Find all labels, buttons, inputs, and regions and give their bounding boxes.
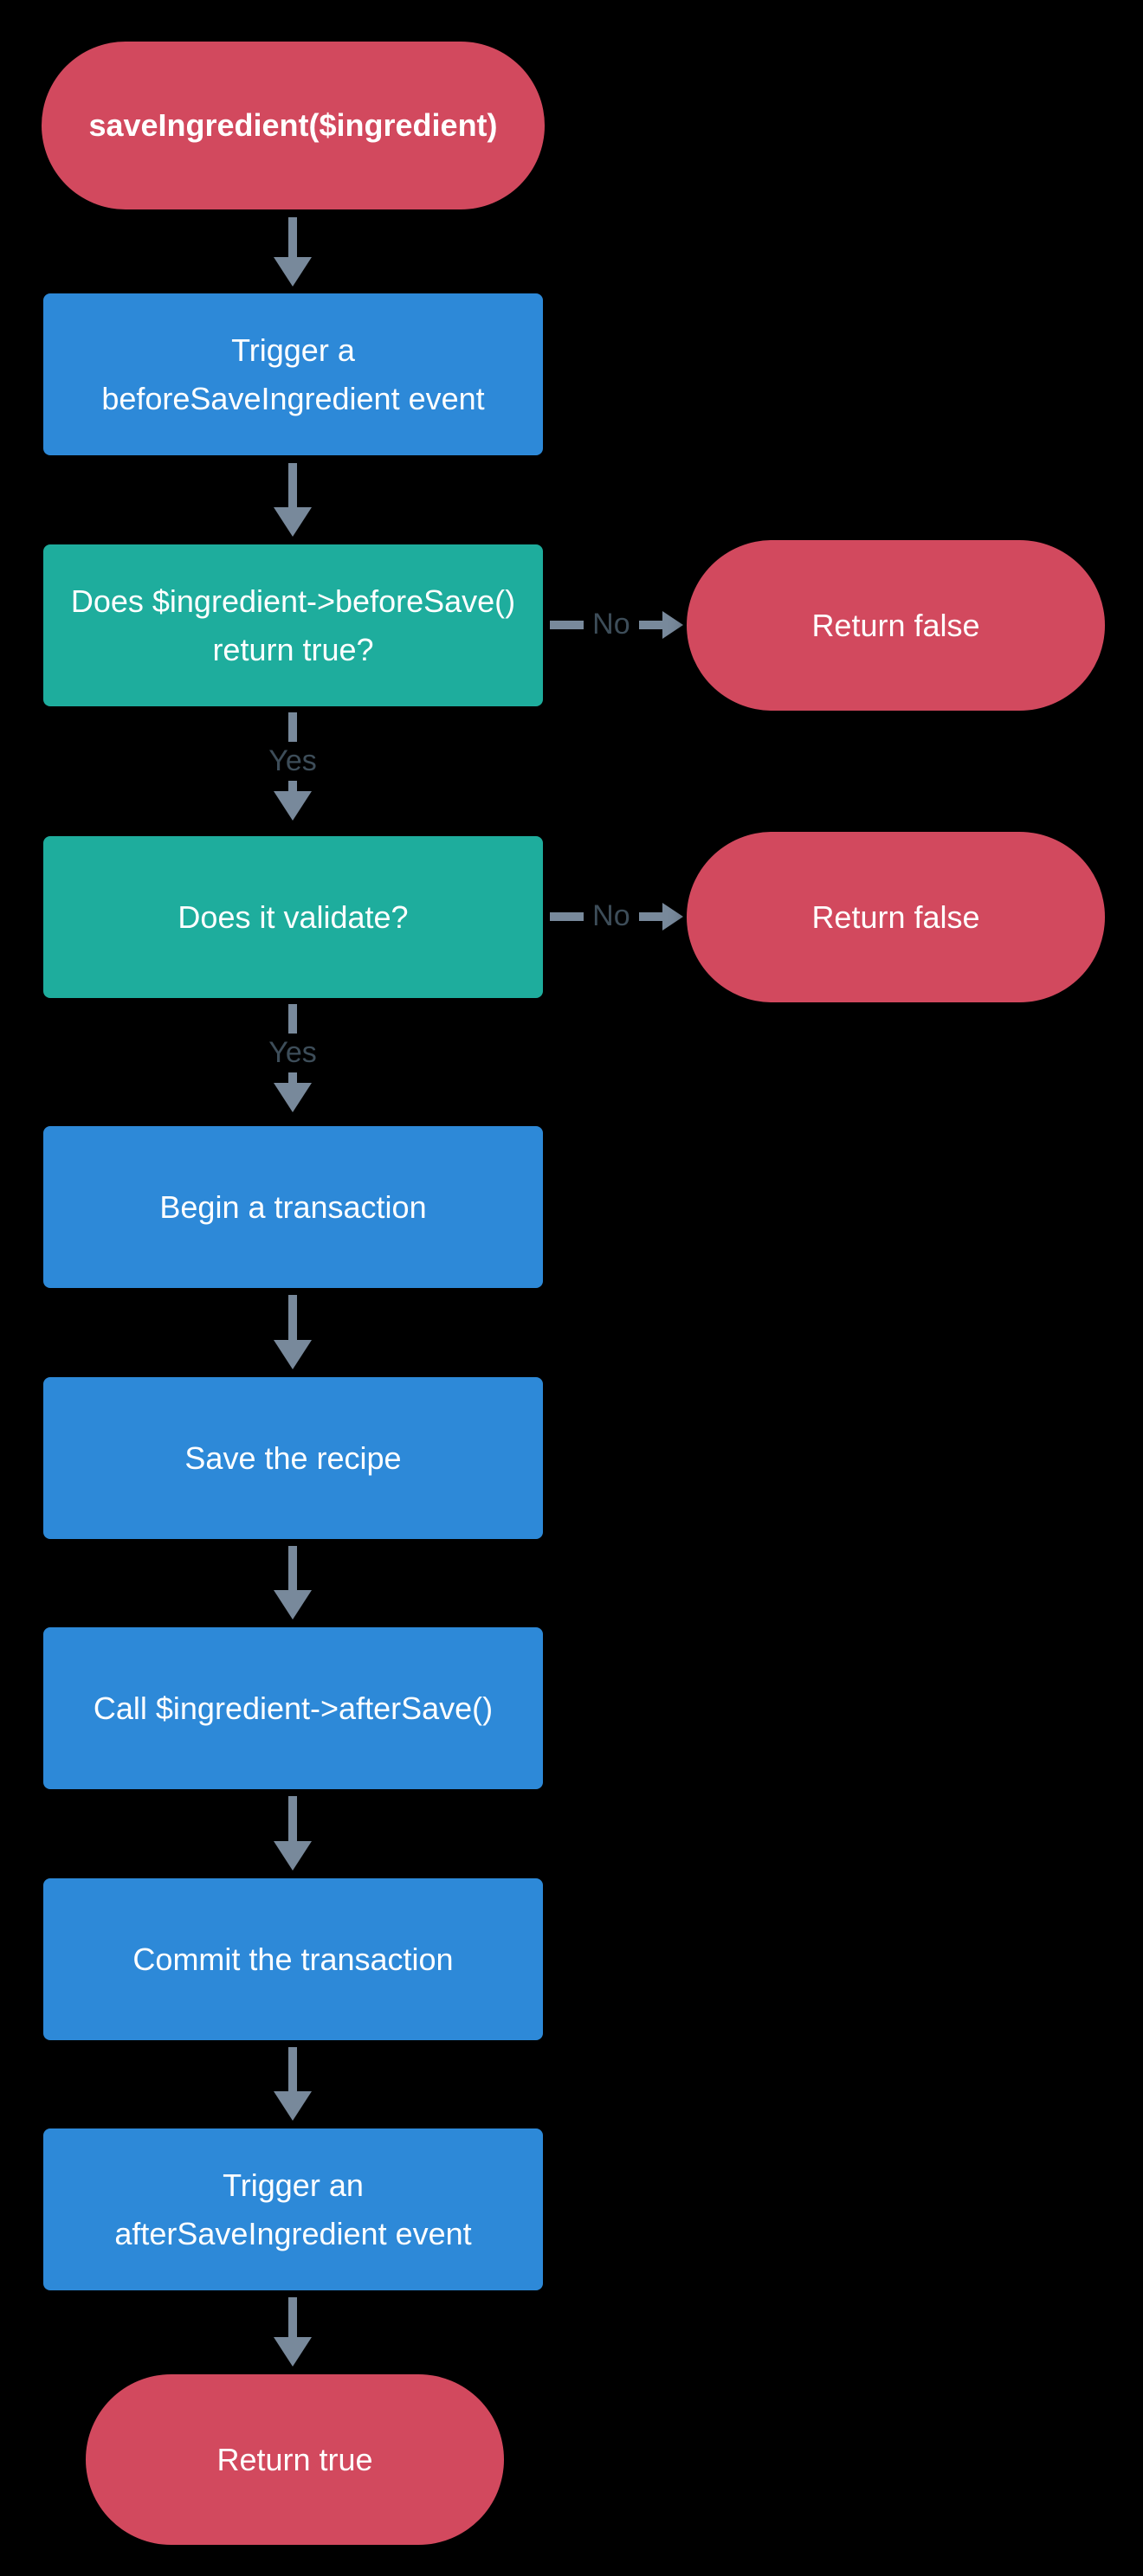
arrow-down-icon [274, 507, 312, 537]
decision-beforesave-returns-true: Does $ingredient->beforeSave() return tr… [43, 544, 543, 706]
arrow-down-icon [274, 791, 312, 821]
arrow-trigger-before-to-beforesave-check [274, 463, 312, 537]
arrow-shaft [288, 1072, 297, 1084]
arrow-down-icon [274, 1841, 312, 1871]
arrow-shaft [288, 1004, 297, 1034]
arrow-begin-to-save [274, 1295, 312, 1369]
process-begin-transaction: Begin a transaction [43, 1126, 543, 1288]
terminator-return-false-2: Return false [687, 832, 1105, 1002]
edge-label-yes: Yes [268, 1036, 317, 1069]
process-commit-transaction: Commit the transaction [43, 1878, 543, 2040]
arrow-shaft [288, 217, 297, 257]
arrow-shaft [288, 2297, 297, 2337]
arrow-shaft [288, 1546, 297, 1590]
arrow-shaft [638, 912, 662, 921]
process-trigger-aftersaveingredient-event: Trigger an afterSaveIngredient event [43, 2128, 543, 2290]
start-node: saveIngredient($ingredient) [42, 42, 545, 209]
edge-validate-no: No [550, 898, 683, 936]
arrow-aftersave-to-commit [274, 1796, 312, 1871]
edge-label-no: No [592, 608, 630, 641]
terminator-return-false-1: Return false [687, 540, 1105, 711]
process-call-aftersave: Call $ingredient->afterSave() [43, 1627, 543, 1789]
arrow-commit-to-trigger-after [274, 2047, 312, 2121]
arrow-down-icon [274, 2091, 312, 2121]
arrow-shaft [288, 2047, 297, 2091]
arrow-shaft [550, 912, 584, 921]
edge-label-yes: Yes [268, 744, 317, 777]
arrow-shaft [638, 621, 662, 629]
arrow-trigger-after-to-return-true [274, 2297, 312, 2367]
terminator-return-true: Return true [86, 2374, 504, 2545]
arrow-shaft [288, 1295, 297, 1340]
arrow-shaft [288, 463, 297, 507]
arrow-right-icon [662, 611, 683, 639]
arrow-shaft [288, 781, 297, 792]
arrow-down-icon [274, 1340, 312, 1369]
arrow-save-to-aftersave [274, 1546, 312, 1620]
process-trigger-beforesaveingredient-event: Trigger a beforeSaveIngredient event [43, 293, 543, 455]
edge-beforesave-no: No [550, 606, 683, 644]
arrow-down-icon [274, 1083, 312, 1113]
arrow-shaft [550, 621, 584, 629]
edge-beforesave-yes: Yes [241, 712, 345, 829]
arrow-right-icon [662, 903, 683, 931]
edge-label-no: No [592, 899, 630, 933]
decision-does-it-validate: Does it validate? [43, 836, 543, 998]
process-save-the-recipe: Save the recipe [43, 1377, 543, 1539]
arrow-down-icon [274, 1590, 312, 1620]
arrow-shaft [288, 1796, 297, 1841]
arrow-start-to-trigger-before [274, 217, 312, 287]
edge-validate-yes: Yes [241, 1004, 345, 1119]
arrow-down-icon [274, 257, 312, 287]
arrow-down-icon [274, 2337, 312, 2367]
arrow-shaft [288, 712, 297, 742]
